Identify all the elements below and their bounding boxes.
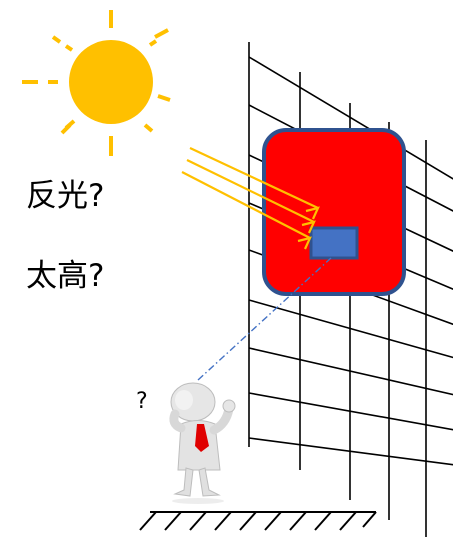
reflection-question-label: 反光?: [26, 178, 105, 214]
person-looking-up-icon: [169, 382, 236, 504]
red-sign: [262, 128, 406, 296]
too-high-question-label: 太高?: [26, 258, 105, 294]
wall-grid: [248, 42, 453, 537]
person-question-mark: ?: [136, 389, 148, 414]
ground-hatching-icon: [139, 511, 377, 531]
sight-line: [197, 257, 332, 381]
sun-rays: [181, 147, 320, 250]
small-blue-panel: [309, 226, 359, 260]
sun-icon: [22, 10, 171, 156]
